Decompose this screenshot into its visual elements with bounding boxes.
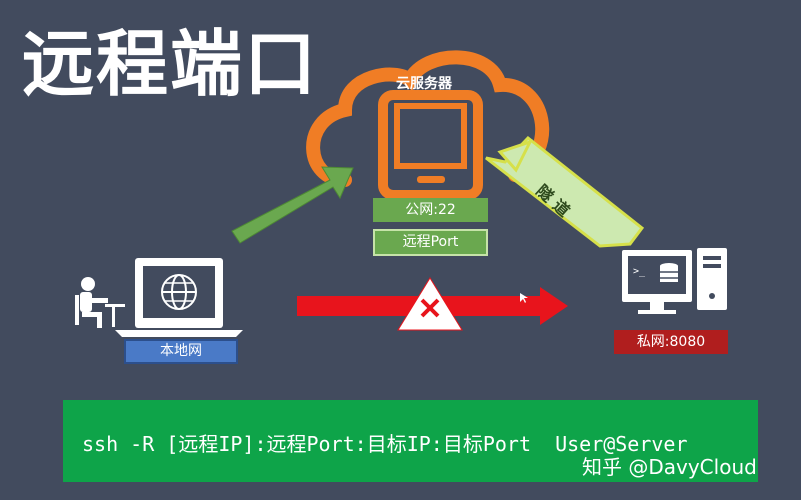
remote-port-label: 远程Port bbox=[373, 229, 488, 256]
mouse-cursor-icon bbox=[520, 293, 528, 303]
person-at-desk-icon bbox=[75, 277, 125, 328]
cloud-icon bbox=[306, 50, 550, 187]
local-network-label: 本地网 bbox=[124, 339, 238, 364]
green-arrow-up bbox=[231, 166, 354, 244]
svg-text:>_: >_ bbox=[633, 266, 646, 277]
watermark: 知乎 @DavyCloud bbox=[582, 455, 757, 479]
laptop-globe-icon bbox=[115, 258, 243, 337]
private-network-label: 私网:8080 bbox=[614, 330, 728, 354]
tower-pc-icon bbox=[697, 248, 727, 310]
desktop-database-icon: >_ bbox=[622, 250, 692, 314]
page-title: 远程端口 bbox=[22, 22, 319, 106]
tunnel-arrow bbox=[485, 135, 645, 248]
cloud-label: 云服务器 bbox=[396, 76, 452, 92]
public-port-label: 公网:22 bbox=[373, 198, 488, 222]
phone-server-icon bbox=[378, 90, 483, 200]
command-text: ssh -R [远程IP]:远程Port:目标IP:目标Port User@Se… bbox=[82, 432, 688, 456]
command-bar bbox=[63, 400, 758, 482]
blocked-x-icon bbox=[397, 277, 463, 331]
